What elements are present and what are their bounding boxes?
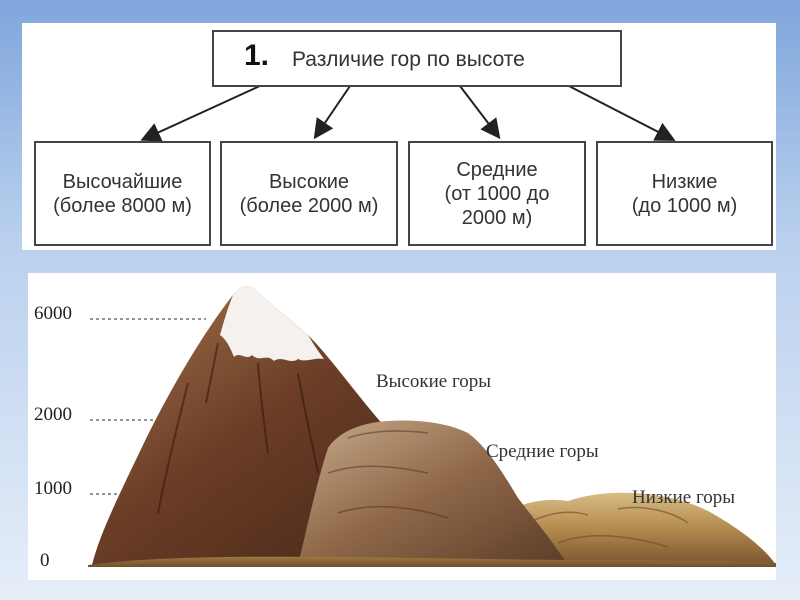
mountain-illustration [88, 286, 776, 567]
category-range: (до 1000 м) [631, 194, 738, 217]
label-low-mountains: Низкие горы [632, 487, 736, 508]
classification-panel: 1. Различие гор по высоте Высочайшие (бо… [22, 23, 776, 250]
category-name: Средние [456, 158, 538, 181]
diagram-number: 1. [244, 39, 270, 72]
diagram-title: Различие гор по высоте [292, 48, 525, 71]
category-range-line2: 2000 м) [461, 206, 533, 229]
category-name: Высочайшие [62, 170, 183, 193]
mountain-illustration-panel: 6000 2000 1000 0 Высокие горы Средние го… [28, 273, 776, 580]
category-low: Низкие (до 1000 м) [596, 141, 773, 246]
category-range-line1: (от 1000 до [444, 182, 550, 205]
height-tick-0: 0 [40, 550, 50, 571]
height-tick-6000: 6000 [34, 303, 72, 324]
ground [88, 556, 776, 567]
category-range: (более 2000 м) [239, 194, 379, 217]
title-box: 1. Различие гор по высоте [212, 30, 622, 87]
medium-mountain [298, 420, 568, 565]
height-tick-2000: 2000 [34, 404, 72, 425]
category-medium: Средние (от 1000 до 2000 м) [408, 141, 586, 246]
arrow-3 [459, 85, 501, 140]
arrows [140, 84, 676, 142]
category-highest: Высочайшие (более 8000 м) [34, 141, 211, 246]
arrow-1 [140, 84, 263, 142]
arrow-4 [566, 84, 676, 141]
snow-cap [220, 286, 324, 361]
category-high: Высокие (более 2000 м) [220, 141, 398, 246]
arrow-2 [313, 85, 351, 140]
height-tick-1000: 1000 [34, 478, 72, 499]
label-high-mountains: Высокие горы [376, 371, 492, 392]
label-medium-mountains: Средние горы [486, 441, 599, 462]
category-range: (более 8000 м) [53, 194, 192, 217]
category-name: Высокие [268, 170, 350, 193]
category-name: Низкие [651, 170, 718, 193]
